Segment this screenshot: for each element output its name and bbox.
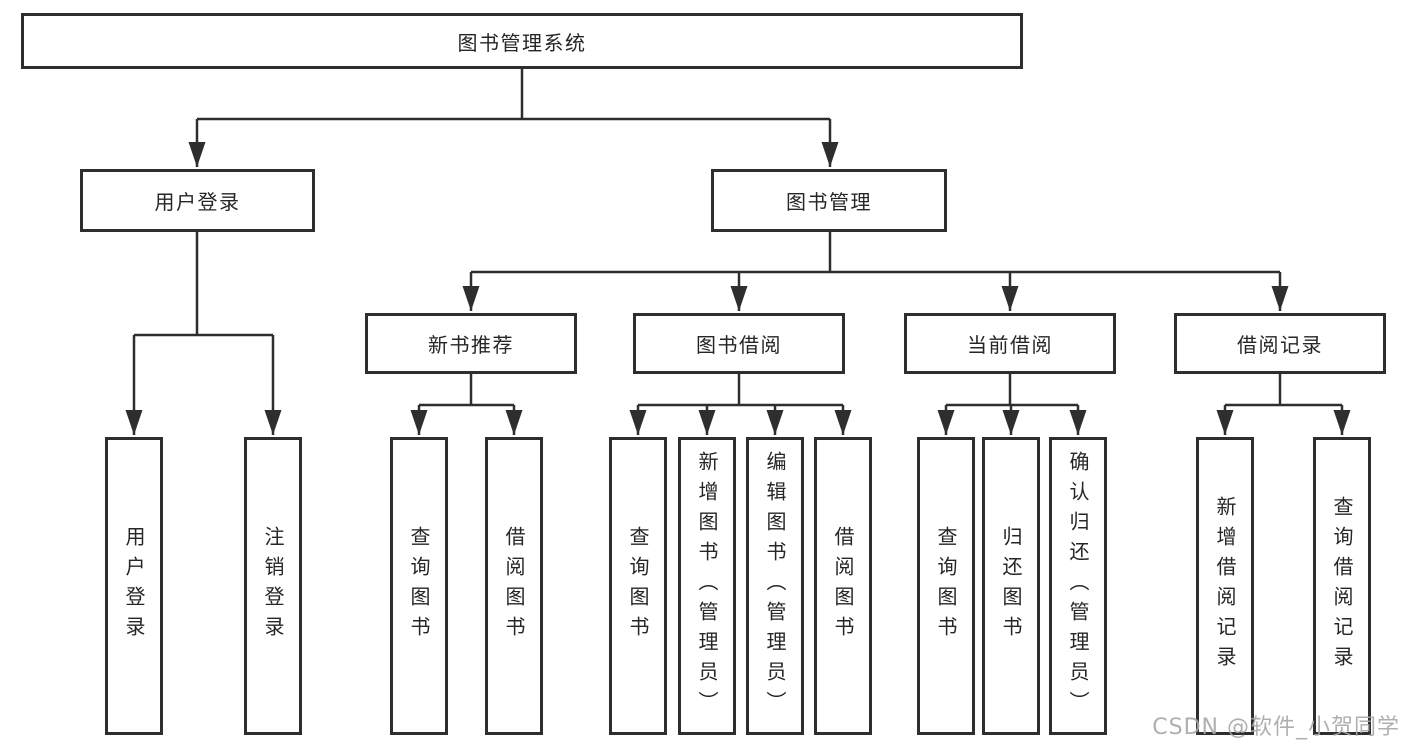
leaf-current-return-books: 归还图书: [982, 437, 1040, 735]
leaf-logout: 注销登录: [244, 437, 302, 735]
node-new-book-recommend: 新书推荐: [365, 313, 577, 374]
leaf-current-query-books: 查询图书: [917, 437, 975, 735]
leaf-label: 新增图书（管理员）: [695, 451, 719, 721]
node-borrow-records: 借阅记录: [1174, 313, 1386, 374]
leaf-records-query-record: 查询借阅记录: [1313, 437, 1371, 735]
leaf-label: 用户登录: [122, 526, 146, 646]
leaf-label: 借阅图书: [831, 526, 855, 646]
leaf-label: 归还图书: [999, 526, 1023, 646]
leaf-label: 注销登录: [261, 526, 285, 646]
leaf-label: 编辑图书（管理员）: [763, 451, 787, 721]
leaf-newbooks-borrow-books: 借阅图书: [485, 437, 543, 735]
leaf-borrow-add-books-admin: 新增图书（管理员）: [678, 437, 736, 735]
leaf-label: 确认归还（管理员）: [1066, 451, 1090, 721]
leaf-newbooks-query-books: 查询图书: [390, 437, 448, 735]
leaf-label: 新增借阅记录: [1213, 496, 1237, 676]
leaf-borrow-borrow-books: 借阅图书: [814, 437, 872, 735]
node-book-management: 图书管理: [711, 169, 947, 232]
leaf-records-add-record: 新增借阅记录: [1196, 437, 1254, 735]
leaf-label: 查询借阅记录: [1330, 496, 1354, 676]
node-user-login: 用户登录: [80, 169, 315, 232]
leaf-user-login: 用户登录: [105, 437, 163, 735]
leaf-label: 查询图书: [934, 526, 958, 646]
leaf-label: 查询图书: [626, 526, 650, 646]
leaf-label: 借阅图书: [502, 526, 526, 646]
watermark-csdn: CSDN @软件_小贺同学: [1152, 715, 1400, 740]
leaf-borrow-edit-books-admin: 编辑图书（管理员）: [746, 437, 804, 735]
leaf-label: 查询图书: [407, 526, 431, 646]
node-book-borrow: 图书借阅: [633, 313, 845, 374]
leaf-current-confirm-return-admin: 确认归还（管理员）: [1049, 437, 1107, 735]
node-current-borrow: 当前借阅: [904, 313, 1116, 374]
node-root: 图书管理系统: [21, 13, 1023, 69]
leaf-borrow-query-books: 查询图书: [609, 437, 667, 735]
